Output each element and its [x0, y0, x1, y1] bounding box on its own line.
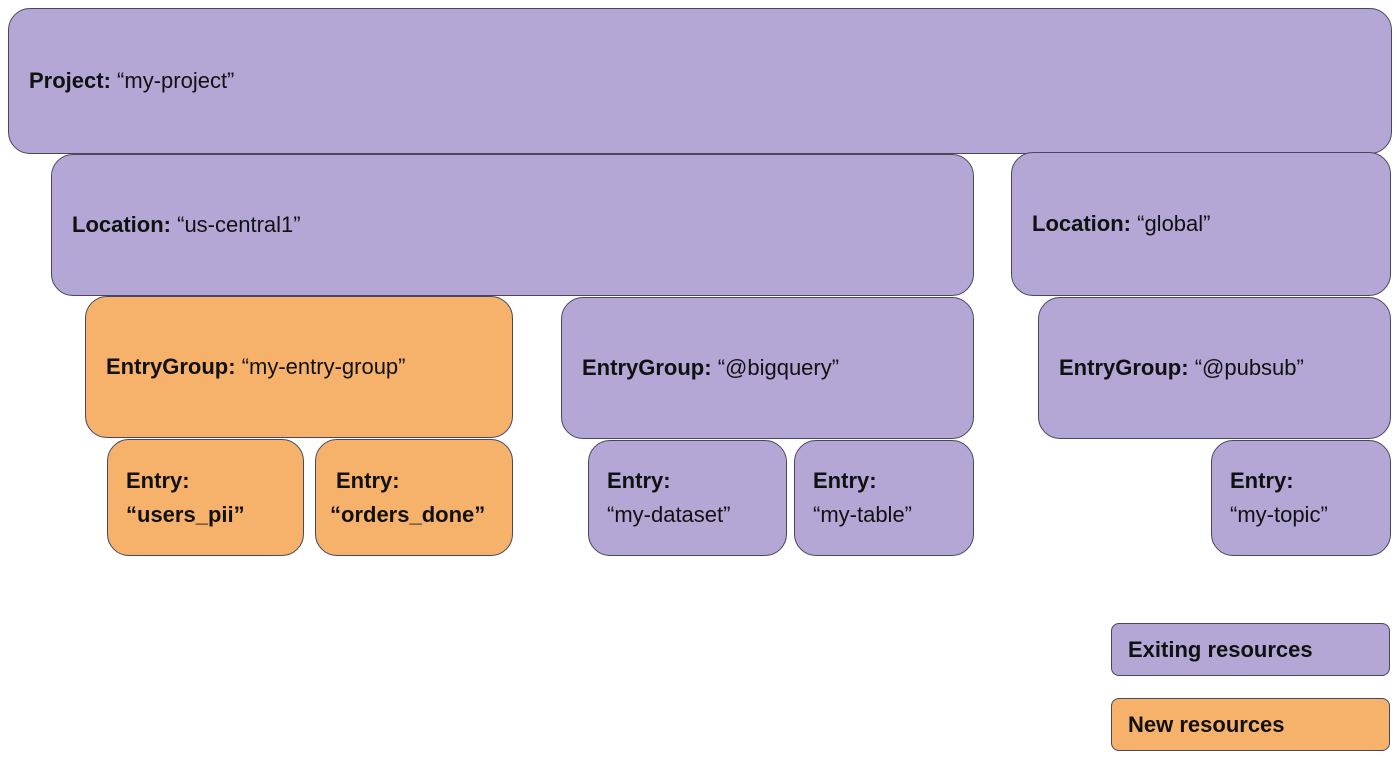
location-label: Location: “us-central1”	[72, 212, 301, 238]
entry-box-my-topic: Entry: “my-topic”	[1211, 440, 1391, 556]
entry-key: Entry:	[126, 467, 190, 493]
entrygroup-key: EntryGroup:	[582, 355, 712, 380]
entrygroup-label: EntryGroup: “@pubsub”	[1059, 355, 1304, 381]
entrygroup-key: EntryGroup:	[106, 354, 236, 379]
entry-key: Entry:	[1230, 468, 1294, 493]
entry-value: “orders_done”	[330, 501, 486, 527]
entry-value: “my-dataset”	[607, 502, 731, 527]
entrygroup-box-bigquery: EntryGroup: “@bigquery”	[561, 297, 974, 439]
entry-key: Entry:	[336, 467, 400, 493]
entry-box-my-table: Entry: “my-table”	[794, 440, 974, 556]
entry-box-my-dataset: Entry: “my-dataset”	[588, 440, 787, 556]
location-key: Location:	[1032, 211, 1131, 236]
entrygroup-box-pubsub: EntryGroup: “@pubsub”	[1038, 297, 1391, 439]
entry-box-users-pii: Entry: “users_pii”	[107, 439, 304, 556]
location-box-us-central1: Location: “us-central1”	[51, 154, 974, 296]
project-label: Project: “my-project”	[29, 68, 234, 94]
entry-value: “my-table”	[813, 502, 913, 527]
project-value: “my-project”	[117, 68, 235, 93]
location-value: “us-central1”	[177, 212, 301, 237]
legend-existing-label: Exiting resources	[1128, 636, 1313, 662]
location-box-global: Location: “global”	[1011, 152, 1391, 296]
legend-new-resources: New resources	[1111, 698, 1390, 751]
entrygroup-value: “@pubsub”	[1194, 355, 1304, 380]
entry-box-orders-done: Entry: “orders_done”	[315, 439, 513, 556]
legend-new-label: New resources	[1128, 711, 1285, 737]
entry-key: Entry:	[813, 468, 877, 493]
entrygroup-value: “my-entry-group”	[241, 354, 406, 379]
project-key: Project:	[29, 68, 111, 93]
entrygroup-label: EntryGroup: “my-entry-group”	[106, 354, 406, 380]
entry-value: “users_pii”	[126, 501, 245, 527]
location-value: “global”	[1137, 211, 1211, 236]
entry-key: Entry:	[607, 468, 671, 493]
entrygroup-value: “@bigquery”	[717, 355, 840, 380]
entry-value: “my-topic”	[1230, 502, 1328, 527]
location-key: Location:	[72, 212, 171, 237]
project-box: Project: “my-project”	[8, 8, 1392, 154]
entrygroup-box-my-entry-group: EntryGroup: “my-entry-group”	[85, 296, 513, 438]
entrygroup-label: EntryGroup: “@bigquery”	[582, 355, 839, 381]
entrygroup-key: EntryGroup:	[1059, 355, 1189, 380]
location-label: Location: “global”	[1032, 211, 1211, 237]
legend-existing-resources: Exiting resources	[1111, 623, 1390, 676]
